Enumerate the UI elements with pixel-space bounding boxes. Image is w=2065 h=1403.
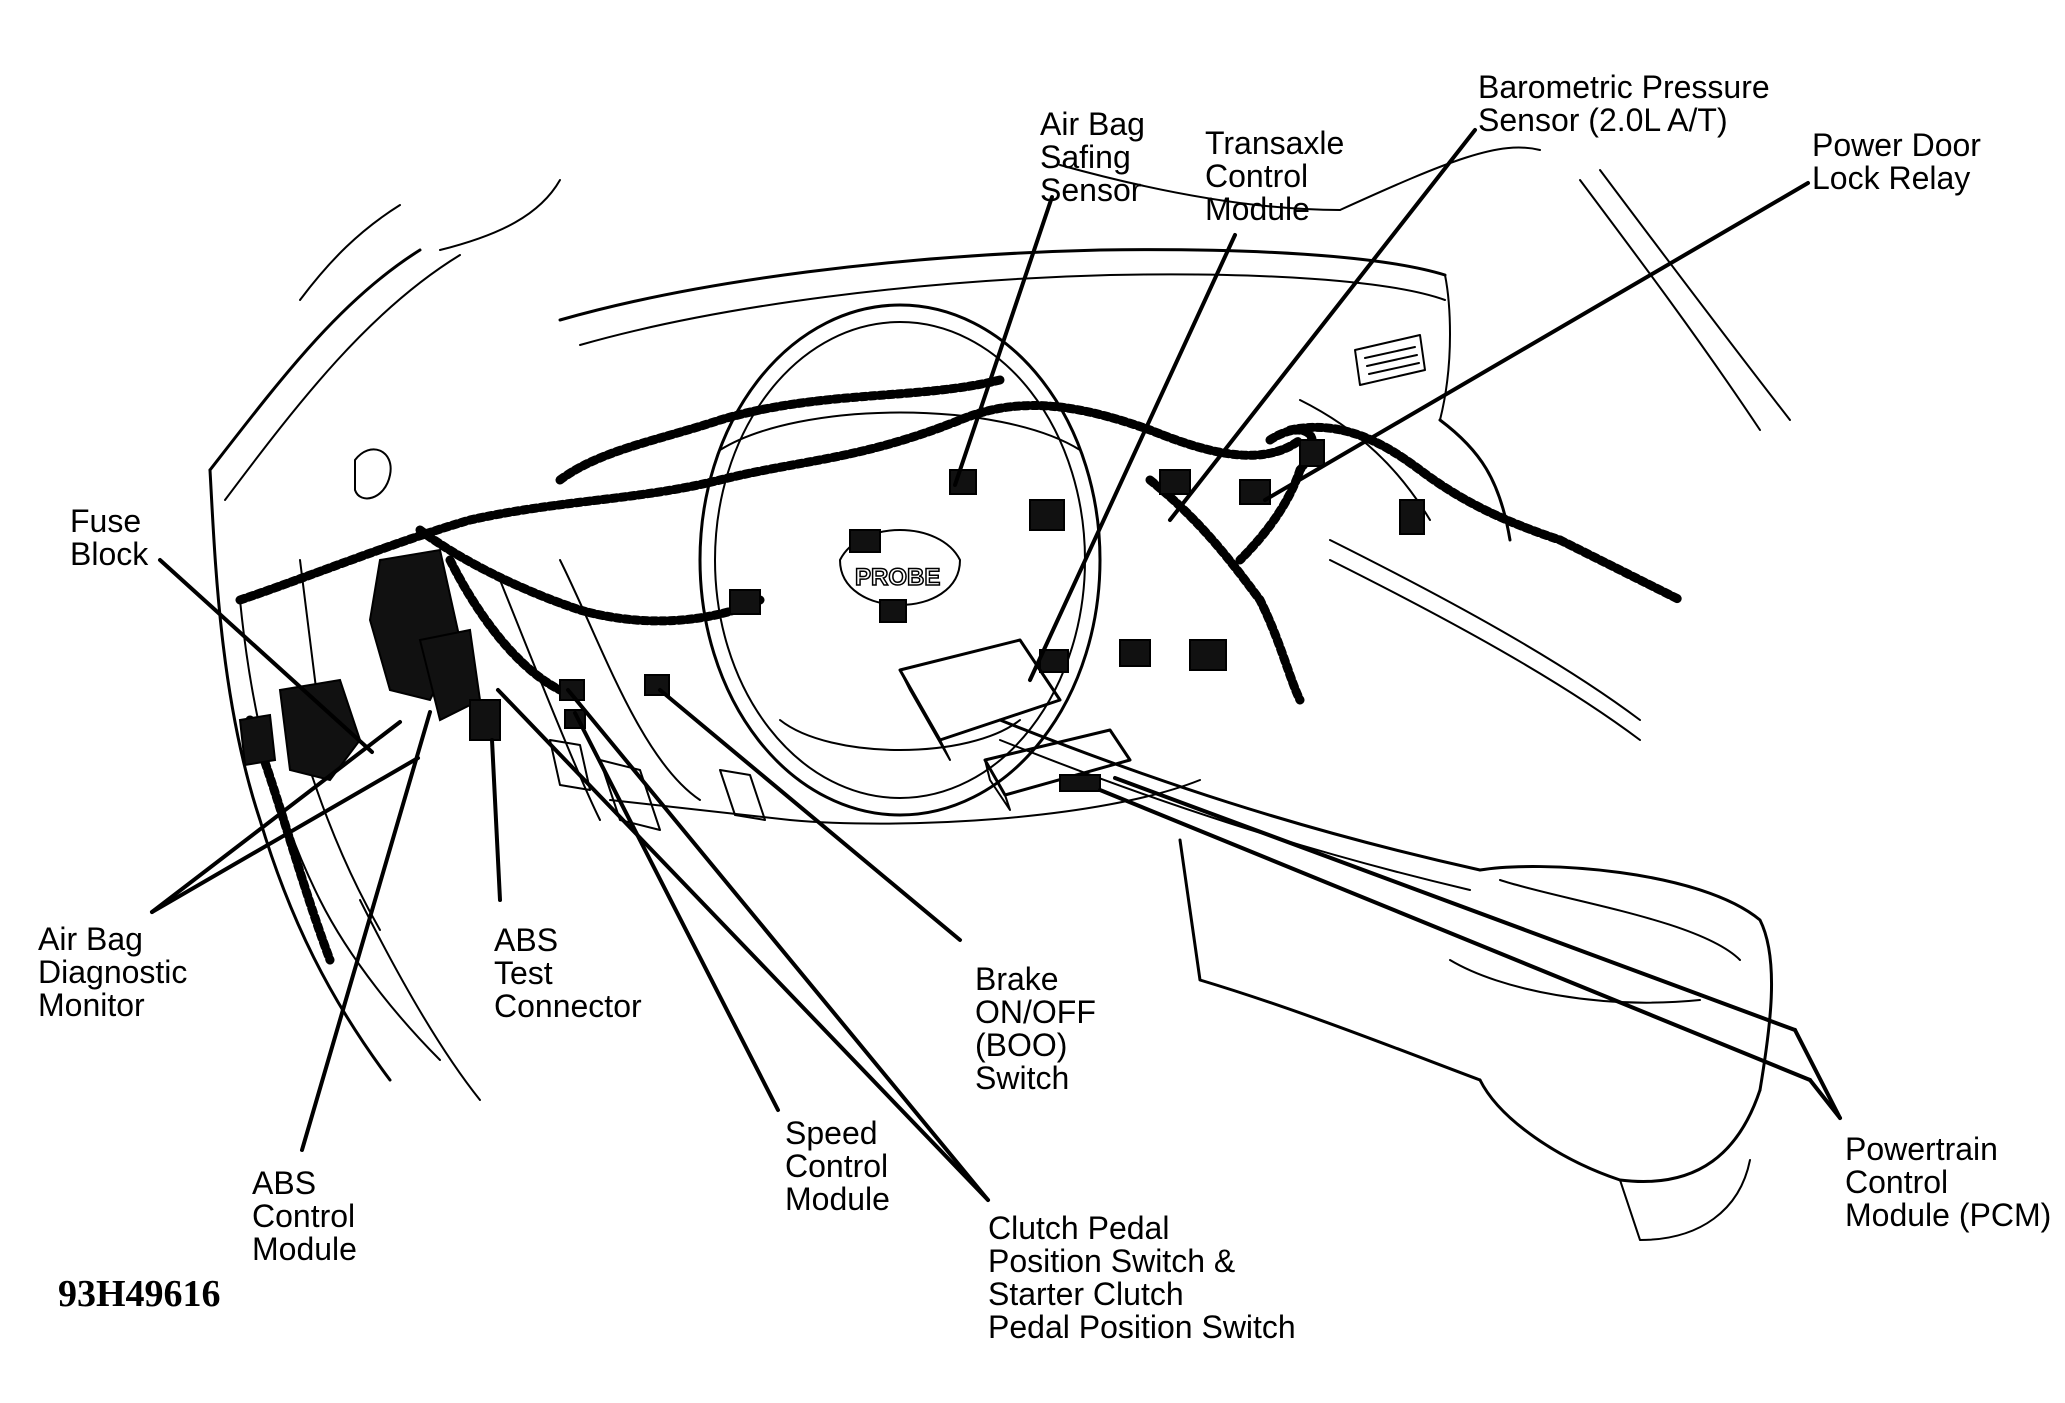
label-line: Starter Clutch xyxy=(988,1276,1184,1312)
label-line: ABS xyxy=(252,1165,317,1201)
leader-transaxle-control-module xyxy=(1028,233,1237,682)
label-line: Clutch Pedal xyxy=(988,1210,1170,1246)
leader-fuse-block xyxy=(158,558,374,754)
leader-clutch-pedal-b xyxy=(496,688,990,1202)
label-abs-test-connector: ABS Test Connector xyxy=(494,924,642,1023)
label-line: Module (PCM) xyxy=(1845,1197,2052,1233)
label-line: Monitor xyxy=(38,987,145,1023)
leader-speed-control-module xyxy=(573,711,780,1112)
label-line: Module xyxy=(1205,191,1310,227)
label-line: Barometric Pressure xyxy=(1478,69,1770,105)
label-clutch-pedal-switch: Clutch Pedal Position Switch & Starter C… xyxy=(988,1212,1296,1344)
label-line: (BOO) xyxy=(975,1027,1068,1063)
leader-power-door-lock-relay xyxy=(1263,181,1810,502)
label-line: Sensor xyxy=(1040,172,1142,208)
leader-pcm-d xyxy=(1098,788,1812,1082)
label-line: Control xyxy=(1845,1164,1949,1200)
label-line: Pedal Position Switch xyxy=(988,1309,1296,1345)
label-line: Fuse xyxy=(70,503,142,539)
label-line: Control xyxy=(1205,158,1309,194)
dashboard-illustration: PROBE xyxy=(208,146,1791,1241)
leader-clutch-pedal-a xyxy=(566,688,990,1202)
label-air-bag-safing-sensor: Air Bag Safing Sensor xyxy=(1040,108,1145,207)
leader-lines xyxy=(150,128,1842,1202)
label-abs-control-module: ABS Control Module xyxy=(252,1167,357,1266)
label-line: Block xyxy=(70,536,149,572)
label-barometric-pressure-sensor: Barometric Pressure Sensor (2.0L A/T) xyxy=(1478,71,1770,137)
label-fuse-block: Fuse Block xyxy=(70,505,148,571)
label-line: Control xyxy=(785,1148,889,1184)
label-line: Air Bag xyxy=(1040,106,1145,142)
label-powertrain-control-module: Powertrain Control Module (PCM) xyxy=(1845,1133,2051,1232)
label-line: Air Bag xyxy=(38,921,143,957)
figure-id: 93H49616 xyxy=(58,1273,221,1315)
leader-air-bag-diagnostic-monitor-a xyxy=(150,720,402,914)
label-speed-control-module: Speed Control Module xyxy=(785,1117,890,1216)
label-line: Brake xyxy=(975,961,1059,997)
label-air-bag-diagnostic-monitor: Air Bag Diagnostic Monitor xyxy=(38,923,187,1022)
leader-abs-control-module xyxy=(300,710,432,1152)
leader-pcm-b xyxy=(1808,1078,1842,1120)
leader-air-bag-diagnostic-monitor-b xyxy=(150,756,420,914)
leader-air-bag-safing-sensor xyxy=(953,195,1054,487)
label-line: Position Switch & xyxy=(988,1243,1236,1279)
label-brake-boo-switch: Brake ON/OFF (BOO) Switch xyxy=(975,963,1096,1095)
label-line: ON/OFF xyxy=(975,994,1096,1030)
label-line: Test xyxy=(494,955,553,991)
label-line: Powertrain xyxy=(1845,1131,1998,1167)
svg-text:PROBE: PROBE xyxy=(855,564,940,591)
label-line: Module xyxy=(785,1181,890,1217)
label-line: Switch xyxy=(975,1060,1070,1096)
label-line: Transaxle xyxy=(1205,125,1345,161)
label-line: Safing xyxy=(1040,139,1131,175)
label-line: Sensor (2.0L A/T) xyxy=(1478,102,1728,138)
label-line: Control xyxy=(252,1198,356,1234)
label-line: Power Door xyxy=(1812,127,1981,163)
label-line: Speed xyxy=(785,1115,878,1151)
leader-abs-test-connector xyxy=(490,738,502,902)
label-line: Diagnostic xyxy=(38,954,188,990)
leader-pcm-c xyxy=(1113,776,1797,1032)
label-transaxle-control-module: Transaxle Control Module xyxy=(1205,127,1344,226)
leader-barometric-pressure-sensor xyxy=(1168,128,1477,522)
label-line: Lock Relay xyxy=(1812,160,1971,196)
leader-brake-boo-switch xyxy=(658,688,962,942)
label-line: Module xyxy=(252,1231,357,1267)
label-power-door-lock-relay: Power Door Lock Relay xyxy=(1812,129,1981,195)
leader-pcm-a xyxy=(1793,1028,1842,1120)
label-line: Connector xyxy=(494,988,642,1024)
label-line: ABS xyxy=(494,922,559,958)
